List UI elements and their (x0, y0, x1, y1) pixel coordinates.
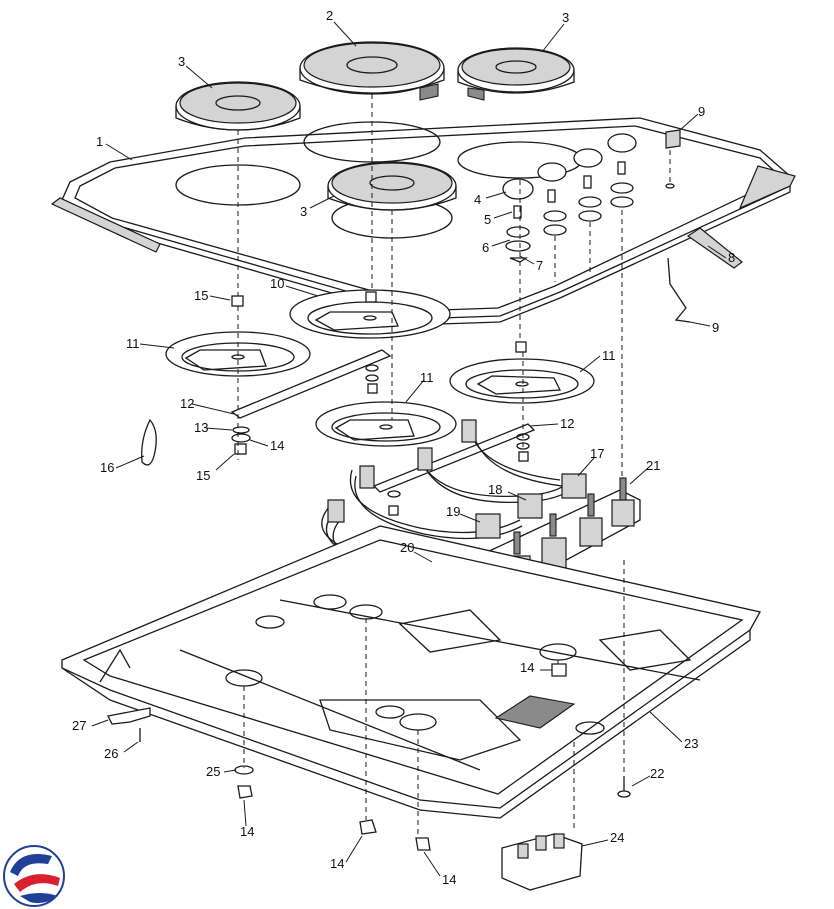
callout-20: 20 (400, 540, 414, 555)
callout-24: 24 (610, 830, 624, 845)
mounting-brackets (141, 291, 536, 516)
callout-8: 8 (728, 250, 735, 265)
brand-logo-icon (3, 845, 65, 907)
burner-left (175, 81, 301, 131)
callout-11: 11 (420, 370, 434, 385)
callout-6: 6 (482, 240, 489, 255)
alignment-lines (237, 94, 671, 836)
heat-shields (165, 289, 595, 447)
callout-14: 14 (520, 660, 534, 675)
callout-17: 17 (590, 446, 604, 461)
callout-19: 19 (446, 504, 460, 519)
callout-15: 15 (196, 468, 210, 483)
callout-11: 11 (126, 336, 140, 351)
callout-10: 10 (270, 276, 284, 291)
burner-rear-right (457, 47, 575, 101)
bottom-pan (61, 525, 761, 891)
callout-11: 11 (602, 348, 616, 363)
burner-front-center (327, 161, 457, 211)
callout-27: 27 (72, 718, 86, 733)
callout-14: 14 (270, 438, 284, 453)
callout-3: 3 (300, 204, 307, 219)
callout-26: 26 (104, 746, 118, 761)
control-knobs (502, 129, 743, 323)
callout-9: 9 (698, 104, 705, 119)
callout-12: 12 (560, 416, 574, 431)
callout-9: 9 (712, 320, 719, 335)
callout-5: 5 (484, 212, 491, 227)
callout-7: 7 (536, 258, 543, 273)
leader-lines (91, 21, 727, 877)
burner-rear-center (299, 41, 445, 101)
callout-14: 14 (442, 872, 456, 887)
callout-1: 1 (96, 134, 103, 149)
callout-4: 4 (474, 192, 481, 207)
callout-22: 22 (650, 766, 664, 781)
callout-labels: 1 2 3 3 3 4 5 6 7 8 9 9 10 11 11 11 12 1… (72, 8, 735, 887)
callout-13: 13 (194, 420, 208, 435)
callout-23: 23 (684, 736, 698, 751)
callout-3: 3 (178, 54, 185, 69)
callout-18: 18 (488, 482, 502, 497)
callout-16: 16 (100, 460, 114, 475)
callout-12: 12 (180, 396, 194, 411)
callout-14: 14 (330, 856, 344, 871)
callout-3: 3 (562, 10, 569, 25)
callout-14: 14 (240, 824, 254, 839)
callout-2: 2 (326, 8, 333, 23)
callout-25: 25 (206, 764, 220, 779)
cooktop-top-panel (50, 117, 796, 325)
callout-15: 15 (194, 288, 208, 303)
callout-21: 21 (646, 458, 660, 473)
